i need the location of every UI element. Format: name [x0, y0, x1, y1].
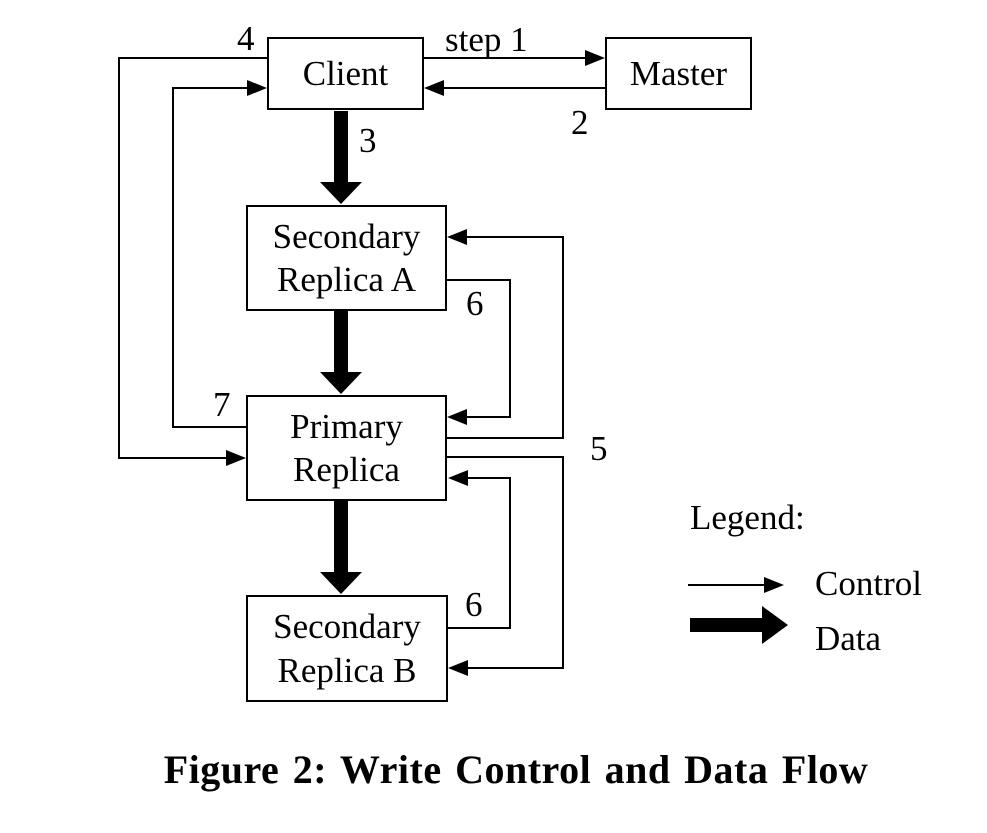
- arrowhead-step4-into-primary-icon: [226, 450, 246, 466]
- control-line-step7-bottom: [172, 426, 246, 428]
- label-step2: 2: [571, 103, 589, 142]
- node-client-label: Client: [302, 53, 389, 93]
- control-line-step4-top: [118, 57, 267, 59]
- control-line-step5b-in: [466, 667, 564, 669]
- control-line-step6a-vertical: [509, 279, 511, 418]
- node-primary-replica: Primary Replica: [246, 395, 447, 501]
- arrowhead-step5-into-secondary-a-icon: [447, 229, 467, 245]
- control-line-step6b-out: [448, 627, 511, 629]
- node-secondary-a-label-line1: Secondary: [272, 216, 421, 256]
- label-step1: step 1: [445, 20, 528, 59]
- arrowhead-step7-into-client-icon: [247, 80, 267, 96]
- arrowhead-step1-into-master-icon: [585, 50, 605, 66]
- control-line-step1: [424, 57, 587, 59]
- control-line-step5a-in: [465, 236, 564, 238]
- node-secondary-replica-a: Secondary Replica A: [246, 205, 447, 311]
- control-line-step5a-vertical: [562, 236, 564, 439]
- control-line-step4-vertical: [118, 57, 120, 459]
- legend-title: Legend:: [690, 498, 805, 537]
- control-line-step6a-out: [447, 279, 511, 281]
- control-line-step6b-vertical: [509, 477, 511, 629]
- data-arrow-client-to-secondary-a-shaft: [334, 111, 348, 183]
- control-line-step7-top: [172, 87, 250, 89]
- control-line-step5b-out: [447, 456, 564, 458]
- node-secondary-a-label-line2: Replica A: [277, 260, 416, 299]
- data-arrow-secondary-a-to-primary-shaft: [334, 311, 348, 373]
- label-step4: 4: [237, 19, 255, 58]
- legend-control-arrowhead-icon: [764, 577, 784, 593]
- node-secondary-b-label-line1: Secondary: [273, 607, 421, 647]
- node-master: Master: [605, 37, 752, 110]
- data-arrow-secondary-a-to-primary-head-icon: [320, 372, 362, 394]
- label-step5: 5: [590, 429, 608, 468]
- control-line-step4-bottom: [118, 457, 228, 459]
- control-line-step5a-out: [447, 437, 564, 439]
- legend-control-arrow-line: [688, 584, 766, 586]
- arrowhead-step5-into-secondary-b-icon: [448, 660, 468, 676]
- control-line-step5b-vertical: [562, 456, 564, 669]
- arrowhead-step6a-into-primary-icon: [447, 409, 467, 425]
- figure-caption: Figure 2: Write Control and Data Flow: [163, 747, 869, 792]
- data-arrow-client-to-secondary-a-head-icon: [320, 182, 362, 204]
- legend-control-label: Control: [815, 564, 922, 603]
- node-primary-label-line1: Primary: [290, 406, 403, 446]
- node-secondary-replica-b: Secondary Replica B: [246, 595, 448, 702]
- legend-data-arrowhead-icon: [762, 606, 788, 644]
- control-line-step7-vertical: [172, 87, 174, 428]
- node-client: Client: [267, 37, 424, 110]
- legend-data-arrow-shaft: [690, 618, 764, 632]
- node-primary-label-line2: Replica: [293, 450, 400, 489]
- label-step6-upper: 6: [466, 284, 484, 323]
- label-step3: 3: [359, 121, 377, 160]
- label-step6-lower: 6: [465, 585, 483, 624]
- node-secondary-b-label-line2: Replica B: [277, 650, 417, 690]
- label-step7: 7: [213, 385, 231, 424]
- arrowhead-step6b-into-primary-icon: [448, 470, 468, 486]
- data-arrow-primary-to-secondary-b-shaft: [334, 501, 348, 573]
- data-arrow-primary-to-secondary-b-head-icon: [320, 572, 362, 594]
- control-line-step6b-in: [466, 477, 511, 479]
- legend-data-label: Data: [815, 619, 882, 658]
- control-line-step2: [444, 87, 605, 89]
- control-line-step6a-in: [465, 416, 511, 418]
- arrowhead-step2-into-client-icon: [424, 80, 444, 96]
- node-master-label: Master: [629, 53, 728, 93]
